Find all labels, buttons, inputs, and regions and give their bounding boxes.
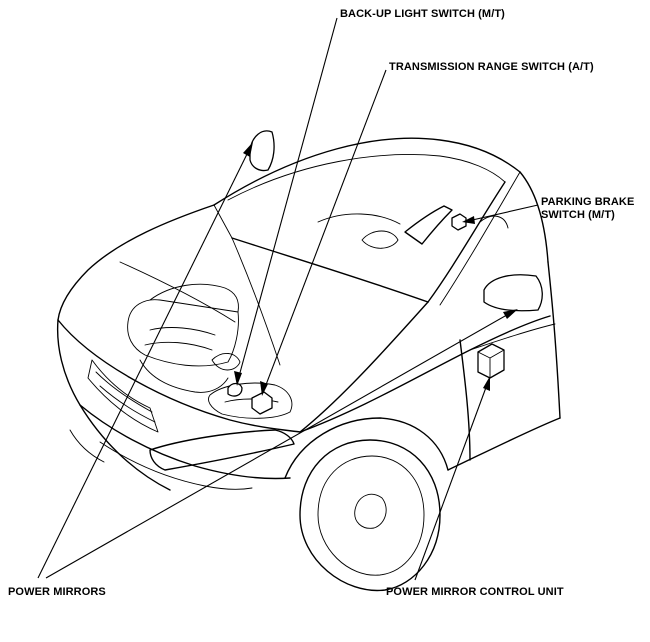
grille-bar-2 [99, 385, 156, 423]
fender-top [299, 315, 551, 433]
wheel-arch [284, 417, 449, 479]
engine-cover-body [127, 299, 239, 367]
leader-parking-brake-switch [467, 204, 539, 222]
hood-crease-right [231, 237, 281, 366]
windshield-inner-top [227, 154, 506, 201]
arrowhead-power-mirror-left [243, 142, 253, 157]
power-mirror-control-unit-box [477, 343, 505, 379]
label-power-mirror-control-unit: POWER MIRROR CONTROL UNIT [386, 586, 564, 598]
transmission-detail [224, 398, 279, 403]
arrowhead-backup-light-switch [234, 371, 242, 386]
label-power-mirrors: POWER MIRRORS [8, 586, 106, 598]
parking-brake-lever [404, 205, 453, 245]
control-unit-edge [477, 349, 505, 379]
windshield-cowl [231, 237, 429, 303]
grille-bar-1 [95, 371, 153, 413]
leader-transmission-range-switch [263, 69, 387, 391]
windshield-a-pillar-left [213, 204, 233, 239]
backup-light-switch-component [227, 382, 243, 397]
transmission-case [208, 382, 293, 419]
a-pillar-right [427, 181, 506, 303]
side-sill [447, 417, 561, 471]
hood-crease-left [119, 261, 236, 323]
dash-hint [317, 213, 401, 225]
a-pillar-right-inner [439, 171, 521, 306]
grille-outline [87, 359, 159, 433]
hood-front-edge [57, 319, 301, 433]
seat-hint [479, 215, 509, 229]
engine-block-lower [139, 359, 229, 393]
wheel-hub [354, 493, 387, 529]
leader-power-mirror-right [45, 311, 513, 579]
car-outline [56, 130, 561, 592]
front-tire-outer [299, 439, 441, 592]
engine-intake-1 [149, 327, 216, 336]
leader-power-mirror-left [37, 147, 251, 579]
right-power-mirror [483, 274, 543, 312]
arrowhead-transmission-range-switch [260, 381, 268, 396]
label-parking-brake-switch-line1: PARKING BRAKE [541, 196, 635, 208]
left-power-mirror [249, 130, 275, 172]
door-crease [469, 323, 556, 351]
roof-line-rear [519, 171, 549, 263]
front-tire-inner [317, 455, 425, 576]
leader-backup-light-switch [237, 17, 338, 381]
arrowhead-power-mirror-control-unit [483, 376, 490, 391]
label-transmission-range-switch: TRANSMISSION RANGE SWITCH (A/T) [389, 61, 594, 73]
leader-power-mirror-control-unit [414, 381, 489, 581]
engine-bay [127, 283, 293, 419]
label-parking-brake-switch-line2: SWITCH (M/T) [541, 209, 615, 221]
roof-line [213, 137, 521, 206]
hood-right-edge [299, 301, 429, 433]
headlight [149, 429, 295, 471]
lower-intake [99, 441, 253, 490]
bumper-lower [79, 404, 291, 480]
label-backup-light-switch: BACK-UP LIGHT SWITCH (M/T) [340, 8, 505, 20]
leader-lines [37, 17, 539, 581]
engine-intake-2 [144, 341, 213, 351]
parking-brake-switch-component [451, 213, 467, 231]
rear-door-edge [547, 261, 561, 419]
arrowhead-power-mirror-right [503, 309, 518, 319]
arrowhead-parking-brake-switch [462, 216, 475, 224]
engine-pulley [211, 353, 241, 371]
door-front-line [459, 339, 471, 461]
fog-light [69, 429, 105, 463]
hood-left-edge [57, 204, 215, 321]
steering-wheel-hint [361, 230, 399, 249]
engine-cover-top [149, 283, 239, 313]
label-parking-brake-switch: PARKING BRAKE SWITCH (M/T) [541, 196, 634, 222]
